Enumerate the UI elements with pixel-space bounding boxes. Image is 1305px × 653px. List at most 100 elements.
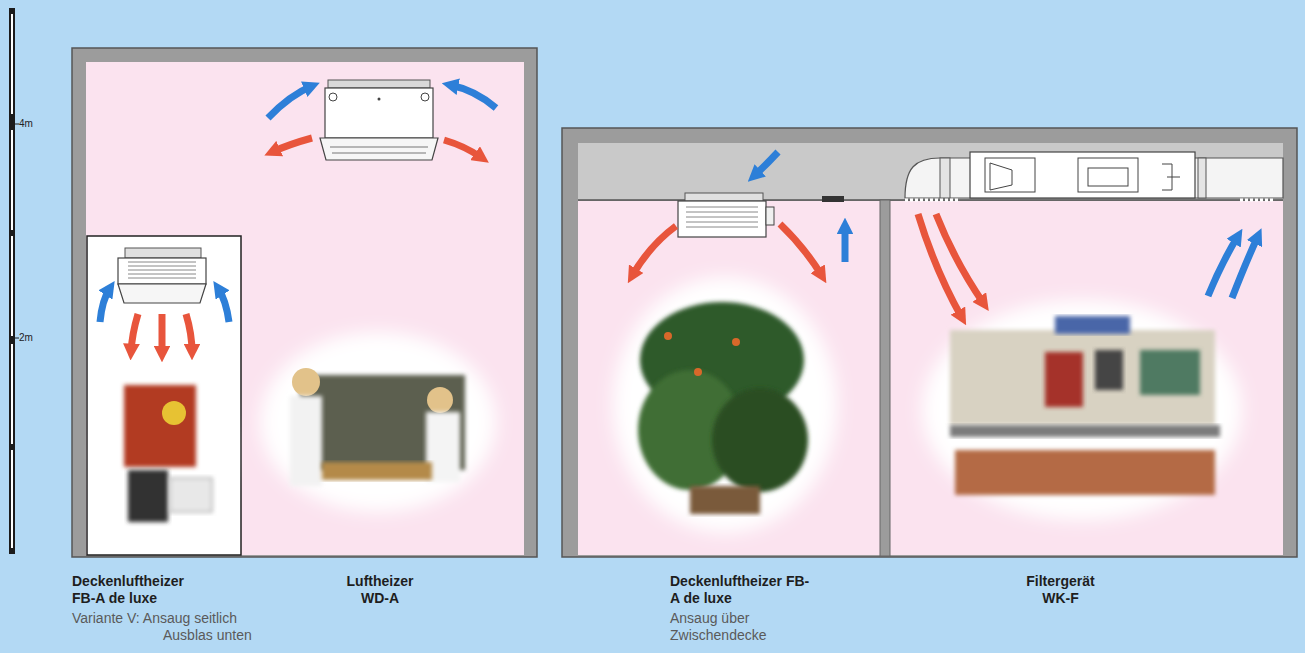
return-arrow xyxy=(842,226,849,262)
room-interior xyxy=(578,201,1283,555)
photo-counter xyxy=(322,462,432,480)
inlet-grille xyxy=(1240,199,1275,202)
photo-shop xyxy=(260,332,496,512)
unit-top xyxy=(328,80,430,88)
scale-segment xyxy=(11,14,13,114)
outlet-grille xyxy=(905,199,960,202)
duct-flange xyxy=(1198,158,1206,198)
scale-bar xyxy=(9,8,19,554)
unit-name: Filtergerät WK-F xyxy=(1018,573,1103,607)
photo-person xyxy=(292,368,320,396)
unit-fb-a xyxy=(678,193,774,237)
photo-logo xyxy=(162,401,186,425)
photo-person xyxy=(427,387,453,413)
grille-line xyxy=(686,227,758,228)
unit-variant: Variante V: Ansaug seitlich Ausblas unte… xyxy=(72,610,272,644)
grille-line xyxy=(128,278,196,279)
photo-fruit xyxy=(694,368,702,376)
outlet-arrow xyxy=(444,140,482,158)
grille-line xyxy=(686,222,758,223)
scale-segment xyxy=(11,236,13,336)
grille-line xyxy=(128,274,196,275)
photo-item xyxy=(128,470,168,522)
ceiling-grille xyxy=(822,196,844,202)
photo-halo xyxy=(104,370,228,534)
unit-body xyxy=(678,201,766,237)
grille-line xyxy=(686,217,758,218)
intake-arrow xyxy=(754,152,778,176)
unit-wd-a xyxy=(320,80,438,160)
photo-halo xyxy=(260,332,496,512)
building-wall xyxy=(562,128,1297,557)
photo-halo xyxy=(613,277,837,533)
filter-unit-wk-f xyxy=(905,152,1283,200)
photo-display xyxy=(1055,316,1130,334)
photo-halo xyxy=(922,300,1242,520)
photo-foliage xyxy=(712,388,808,492)
return-arrow xyxy=(1232,236,1258,298)
coil-symbol xyxy=(1162,164,1180,190)
photo-fruit xyxy=(664,332,672,340)
scale-segment xyxy=(11,344,13,444)
grille-line xyxy=(128,262,196,263)
room-interior xyxy=(86,62,524,555)
outlet-arrow xyxy=(159,314,166,354)
intake-arrow xyxy=(450,85,496,108)
photo-item xyxy=(170,478,212,512)
unit-detail xyxy=(378,98,381,101)
photo-plants xyxy=(613,277,837,533)
intake-arrow xyxy=(218,288,229,322)
unit-name: Deckenluftheizer FB-A de luxe xyxy=(72,573,207,607)
unit-body xyxy=(325,88,433,138)
scale-tick xyxy=(14,124,19,125)
left-building xyxy=(72,48,537,557)
unit-motor xyxy=(766,207,774,225)
photo-counter xyxy=(922,300,1242,520)
fan-symbol xyxy=(1088,168,1128,186)
photo-counter-top xyxy=(950,425,1220,437)
louvre xyxy=(330,147,428,148)
unit-name: Deckenluftheizer FB-A de luxe xyxy=(670,573,810,607)
outlet-arrow xyxy=(186,314,192,352)
scale-bar-body xyxy=(9,8,15,554)
unit-outlet xyxy=(320,138,438,160)
unit-bolt xyxy=(329,93,337,101)
partition-wall xyxy=(880,200,890,556)
supply-arrow xyxy=(936,214,984,304)
unit-body xyxy=(118,258,206,284)
filter-section xyxy=(985,158,1035,192)
photo-counter-goods xyxy=(955,450,1215,495)
unit-fb-a-v xyxy=(118,248,206,303)
duct-flange xyxy=(940,158,950,198)
unit-top xyxy=(685,193,763,201)
ceiling-void xyxy=(578,143,1283,200)
grille-line xyxy=(686,207,758,208)
fan-section xyxy=(1078,158,1138,192)
small-room xyxy=(87,236,241,555)
photo-fruit xyxy=(732,338,740,346)
unit-top xyxy=(125,248,201,258)
outlet-arrow xyxy=(632,226,676,276)
scale-tick xyxy=(14,338,19,339)
intake-arrow xyxy=(268,86,312,118)
unit-outlet xyxy=(118,284,206,303)
scale-mark: 4m xyxy=(19,118,49,130)
scale-mark: 2m xyxy=(19,332,49,344)
photo-product xyxy=(104,370,228,534)
grille-line xyxy=(686,212,758,213)
unit-name: Luftheizer WD-A xyxy=(340,573,420,607)
intake-arrow xyxy=(100,288,110,322)
outlet-arrow xyxy=(272,138,312,152)
scale-segment xyxy=(11,130,13,230)
photo-box xyxy=(124,385,196,467)
outlet-arrow xyxy=(131,314,138,352)
scale-segment xyxy=(11,450,13,548)
photo-person xyxy=(290,396,322,486)
photo-wall xyxy=(950,330,1215,425)
airflow xyxy=(100,85,1258,354)
grille-line xyxy=(128,270,196,271)
building-wall xyxy=(72,48,537,557)
louvre xyxy=(332,153,426,154)
grille-line xyxy=(128,266,196,267)
